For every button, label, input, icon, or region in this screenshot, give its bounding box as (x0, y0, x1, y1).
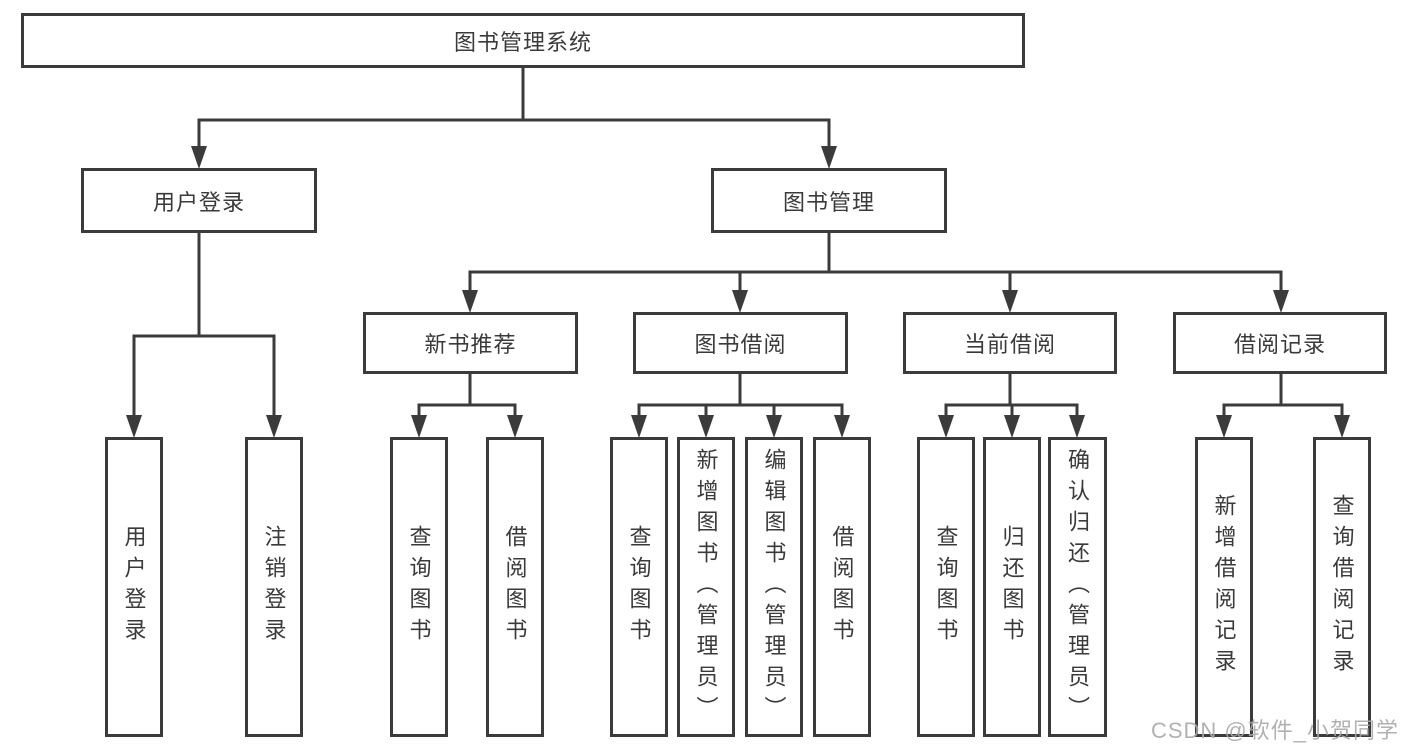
node-book-borrow: 图书借阅 (633, 312, 848, 374)
node-book-management-label: 图书管理 (782, 189, 875, 215)
leaf-current-query-book-label: 查询图书 (933, 525, 959, 649)
node-book-management: 图书管理 (711, 168, 947, 233)
leaf-recommend-borrow-book-label: 借阅图书 (502, 525, 528, 649)
leaf-logout-label: 注销登录 (261, 525, 287, 649)
leaf-user-login: 用户登录 (105, 437, 163, 737)
leaf-recommend-query-book: 查询图书 (390, 437, 448, 737)
node-book-borrow-label: 图书借阅 (694, 332, 787, 357)
leaf-confirm-return-admin: 确认归还（管理员） (1048, 437, 1107, 737)
leaf-return-book: 归还图书 (983, 437, 1041, 737)
leaf-current-query-book: 查询图书 (917, 437, 975, 737)
leaf-return-book-label: 归还图书 (999, 525, 1025, 649)
leaf-edit-book-admin: 编辑图书（管理员） (745, 437, 803, 737)
node-borrow-records-label: 借阅记录 (1233, 332, 1326, 357)
leaf-query-borrow-record-label: 查询借阅记录 (1329, 494, 1355, 680)
leaf-add-book-admin-label: 新增图书（管理员） (693, 447, 719, 727)
node-new-book-recommend: 新书推荐 (363, 312, 578, 374)
node-user-login-label: 用户登录 (152, 189, 245, 215)
leaf-logout: 注销登录 (245, 437, 303, 737)
leaf-add-borrow-record-label: 新增借阅记录 (1211, 494, 1237, 680)
leaf-borrow-book: 借阅图书 (813, 437, 871, 737)
leaf-edit-book-admin-label: 编辑图书（管理员） (761, 447, 787, 727)
node-user-login: 用户登录 (81, 168, 317, 233)
leaf-user-login-label: 用户登录 (121, 525, 147, 649)
node-new-book-recommend-label: 新书推荐 (424, 332, 517, 357)
node-borrow-records: 借阅记录 (1173, 312, 1387, 374)
node-root-label: 图书管理系统 (453, 29, 592, 55)
leaf-recommend-borrow-book: 借阅图书 (486, 437, 544, 737)
leaf-recommend-query-book-label: 查询图书 (406, 525, 432, 649)
leaf-add-book-admin: 新增图书（管理员） (677, 437, 735, 737)
leaf-borrow-query-book: 查询图书 (610, 437, 668, 737)
node-root: 图书管理系统 (21, 13, 1025, 68)
leaf-borrow-query-book-label: 查询图书 (626, 525, 652, 649)
leaf-query-borrow-record: 查询借阅记录 (1313, 437, 1371, 737)
leaf-add-borrow-record: 新增借阅记录 (1195, 437, 1253, 737)
node-current-borrow-label: 当前借阅 (963, 332, 1056, 357)
leaf-borrow-book-label: 借阅图书 (829, 525, 855, 649)
leaf-confirm-return-admin-label: 确认归还（管理员） (1065, 447, 1091, 727)
node-current-borrow: 当前借阅 (903, 312, 1117, 374)
